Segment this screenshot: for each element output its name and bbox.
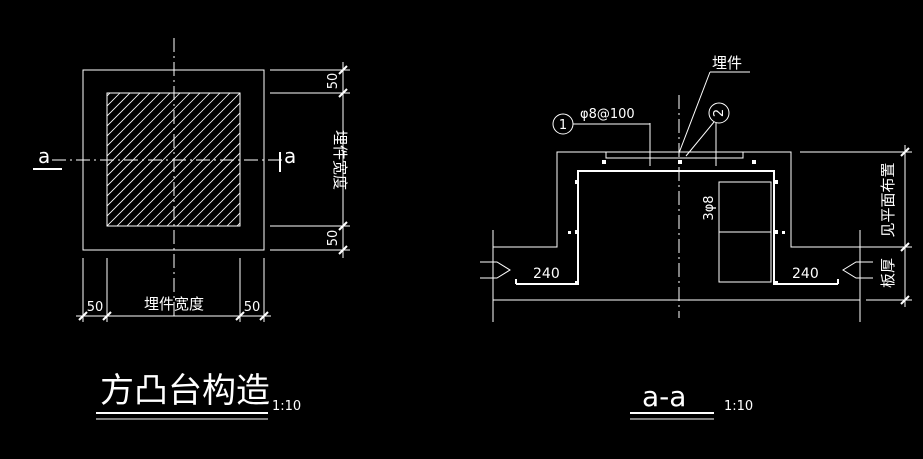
- callout-2-number: 2: [712, 109, 727, 117]
- section-rebar-main: [516, 170, 838, 285]
- rebar-dots: [568, 160, 785, 285]
- callout-1-number: 1: [559, 118, 567, 133]
- callout-1: 1 φ8@100: [552, 107, 650, 135]
- section-mark-left: a: [33, 144, 62, 170]
- hatch-line: [176, 162, 240, 226]
- label-slab-thickness: 板厚: [879, 258, 897, 288]
- hatch-line: [186, 172, 240, 226]
- section-embed-plate: [605, 151, 744, 159]
- section-mark-right-label: a: [284, 144, 296, 168]
- section-view: 埋件 1 φ8@100 2 3φ8 240 240 见: [480, 54, 912, 420]
- section-mark-right: a: [279, 144, 296, 172]
- hatch-line: [107, 93, 171, 157]
- section-mark-left-label: a: [38, 144, 50, 168]
- hatch-line: [126, 112, 240, 226]
- plan-dim-bottom-label: 50: [326, 230, 341, 247]
- section-dim-vertical: 见平面布置 板厚: [800, 145, 912, 307]
- label-embed: 埋件: [712, 54, 742, 72]
- plan-dim-horizontal-mid-label: 埋件宽度: [144, 295, 204, 313]
- plan-scale: 1:10: [272, 399, 301, 414]
- plan-title-block: 方凸台构造 1:10: [96, 371, 301, 420]
- section-upper-outline: [493, 151, 860, 248]
- plan-dim-vertical-mid-label: 埋件宽度: [331, 130, 349, 190]
- section-dim-right: 240: [792, 266, 819, 282]
- break-mark-right: [842, 261, 873, 279]
- callout-2: 2: [685, 102, 730, 157]
- plan-view: a a 50 埋件宽度 50: [33, 38, 380, 420]
- hatch-line: [107, 93, 141, 127]
- callout-1-spec: φ8@100: [580, 107, 635, 122]
- break-mark-left: [480, 261, 511, 279]
- hatch-line: [247, 93, 380, 226]
- section-scale: 1:10: [724, 399, 753, 414]
- plan-dim-right-label: 50: [244, 300, 261, 315]
- hatch-line: [107, 93, 151, 137]
- section-dim-left: 240: [533, 266, 560, 282]
- plan-dim-horizontal: 50 埋件宽度 50: [76, 258, 271, 322]
- hatch-line: [107, 93, 131, 117]
- hatch-line: [216, 202, 240, 226]
- label-see-plan: 见平面布置: [879, 162, 897, 237]
- hatch-line: [196, 182, 240, 226]
- hatch-line: [107, 93, 161, 147]
- hatch-line: [107, 93, 191, 177]
- plan-dim-left-label: 50: [87, 300, 104, 315]
- rebar-vertical-label: 3φ8: [702, 195, 717, 220]
- plan-title: 方凸台构造: [100, 371, 270, 411]
- hatch-line: [146, 132, 240, 226]
- hatch-line: [206, 192, 240, 226]
- section-title-block: a-a 1:10: [630, 380, 753, 420]
- label-embed-group: 埋件: [678, 54, 750, 154]
- section-title: a-a: [642, 380, 686, 413]
- plan-dim-top-label: 50: [326, 73, 341, 90]
- plan-dim-vertical: 50 埋件宽度 50: [270, 62, 350, 258]
- hatch-line: [107, 93, 231, 217]
